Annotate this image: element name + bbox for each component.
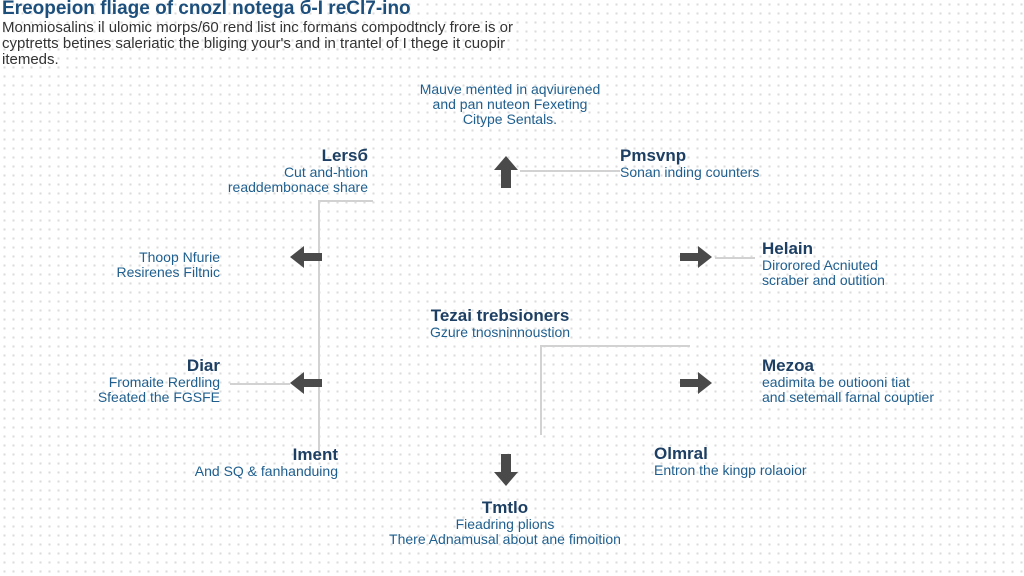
node-line: readdembonace share: [227, 179, 368, 195]
connector: [540, 345, 542, 435]
node-title: Helain: [762, 239, 814, 258]
node-line: Entron the kingp rolaoior: [654, 462, 807, 478]
node-line: scraber and outition: [762, 272, 885, 288]
page-title: Ereopeion fliage of cnozl notega б-I reC…: [2, 0, 411, 19]
node-line: And SQ & fanhanduing: [194, 463, 338, 479]
node-mid-right: Helain Dirorored Acniuted scraber and ou…: [762, 239, 885, 288]
node-title: Tezai trebsioners: [430, 306, 570, 325]
node-title: Tmtlo: [481, 498, 529, 517]
node-title: Pmsvnp: [620, 146, 687, 165]
node-line: Dirorored Acniuted: [762, 257, 878, 273]
node-line: Gzure tnosninnoustion: [429, 324, 571, 340]
node-line: There Adnamusal about ane fimoition: [389, 531, 621, 547]
node-line: and setemall farnal couptier: [762, 389, 934, 405]
connector: [540, 345, 690, 347]
node-mid-left: Thoop Nfurie Resirenes Filtnic: [40, 250, 220, 280]
connector: [318, 200, 373, 202]
node-title: Iment: [292, 445, 338, 464]
node-upper-right: Pmsvnp Sonan inding counters: [620, 146, 759, 180]
node-line: Resirenes Filtnic: [116, 264, 220, 280]
node-line: eadimita be outiooni tiat: [762, 374, 910, 390]
node-upper-left: Lersб Cut and-htion readdembonace share: [168, 146, 368, 195]
page-description: Monmiosalins il ulomic morps/60 rend lis…: [2, 19, 514, 68]
node-line: Thoop Nfurie: [139, 249, 220, 265]
node-line: Sonan inding counters: [620, 164, 760, 180]
node-line: Fieadring plions: [455, 516, 555, 532]
node-line: Sfeated the FGSFE: [97, 389, 220, 405]
node-bottom-right: Olmral Entron the kingp rolaoior: [654, 444, 807, 478]
node-title: Mezoa: [762, 356, 814, 375]
node-line: Cut and-htion: [283, 164, 368, 180]
connector: [520, 170, 620, 172]
arrow-down-icon: [494, 454, 518, 486]
node-bottom: Tmtlo Fieadring plions There Adnamusal a…: [360, 498, 650, 547]
node-title: Lersб: [321, 146, 368, 165]
node-line: Fromaite Rerdling: [108, 374, 220, 390]
arrow-left-icon: [290, 246, 322, 268]
connector: [715, 257, 755, 259]
node-bottom-left: Iment And SQ & fanhanduing: [138, 445, 338, 479]
arrow-right-icon: [680, 372, 712, 394]
node-top: Mauve mented in aqviurened and pan nuteo…: [380, 82, 640, 127]
node-title: Olmral: [654, 444, 708, 463]
arrow-left-icon: [290, 372, 322, 394]
arrow-right-icon: [680, 246, 712, 268]
arrow-up-icon: [494, 156, 518, 188]
node-lower-left: Diar Fromaite Rerdling Sfeated the FGSFE: [40, 356, 220, 405]
connector: [318, 200, 320, 460]
node-line: Mauve mented in aqviurened: [419, 81, 601, 97]
node-center: Tezai trebsioners Gzure tnosninnoustion: [390, 306, 610, 340]
connector: [230, 383, 290, 385]
node-lower-right: Mezoa eadimita be outiooni tiat and sete…: [762, 356, 934, 405]
node-title: Diar: [186, 356, 220, 375]
node-line: Citype Sentals.: [462, 111, 558, 127]
node-line: and pan nuteon Fexeting: [432, 96, 588, 112]
